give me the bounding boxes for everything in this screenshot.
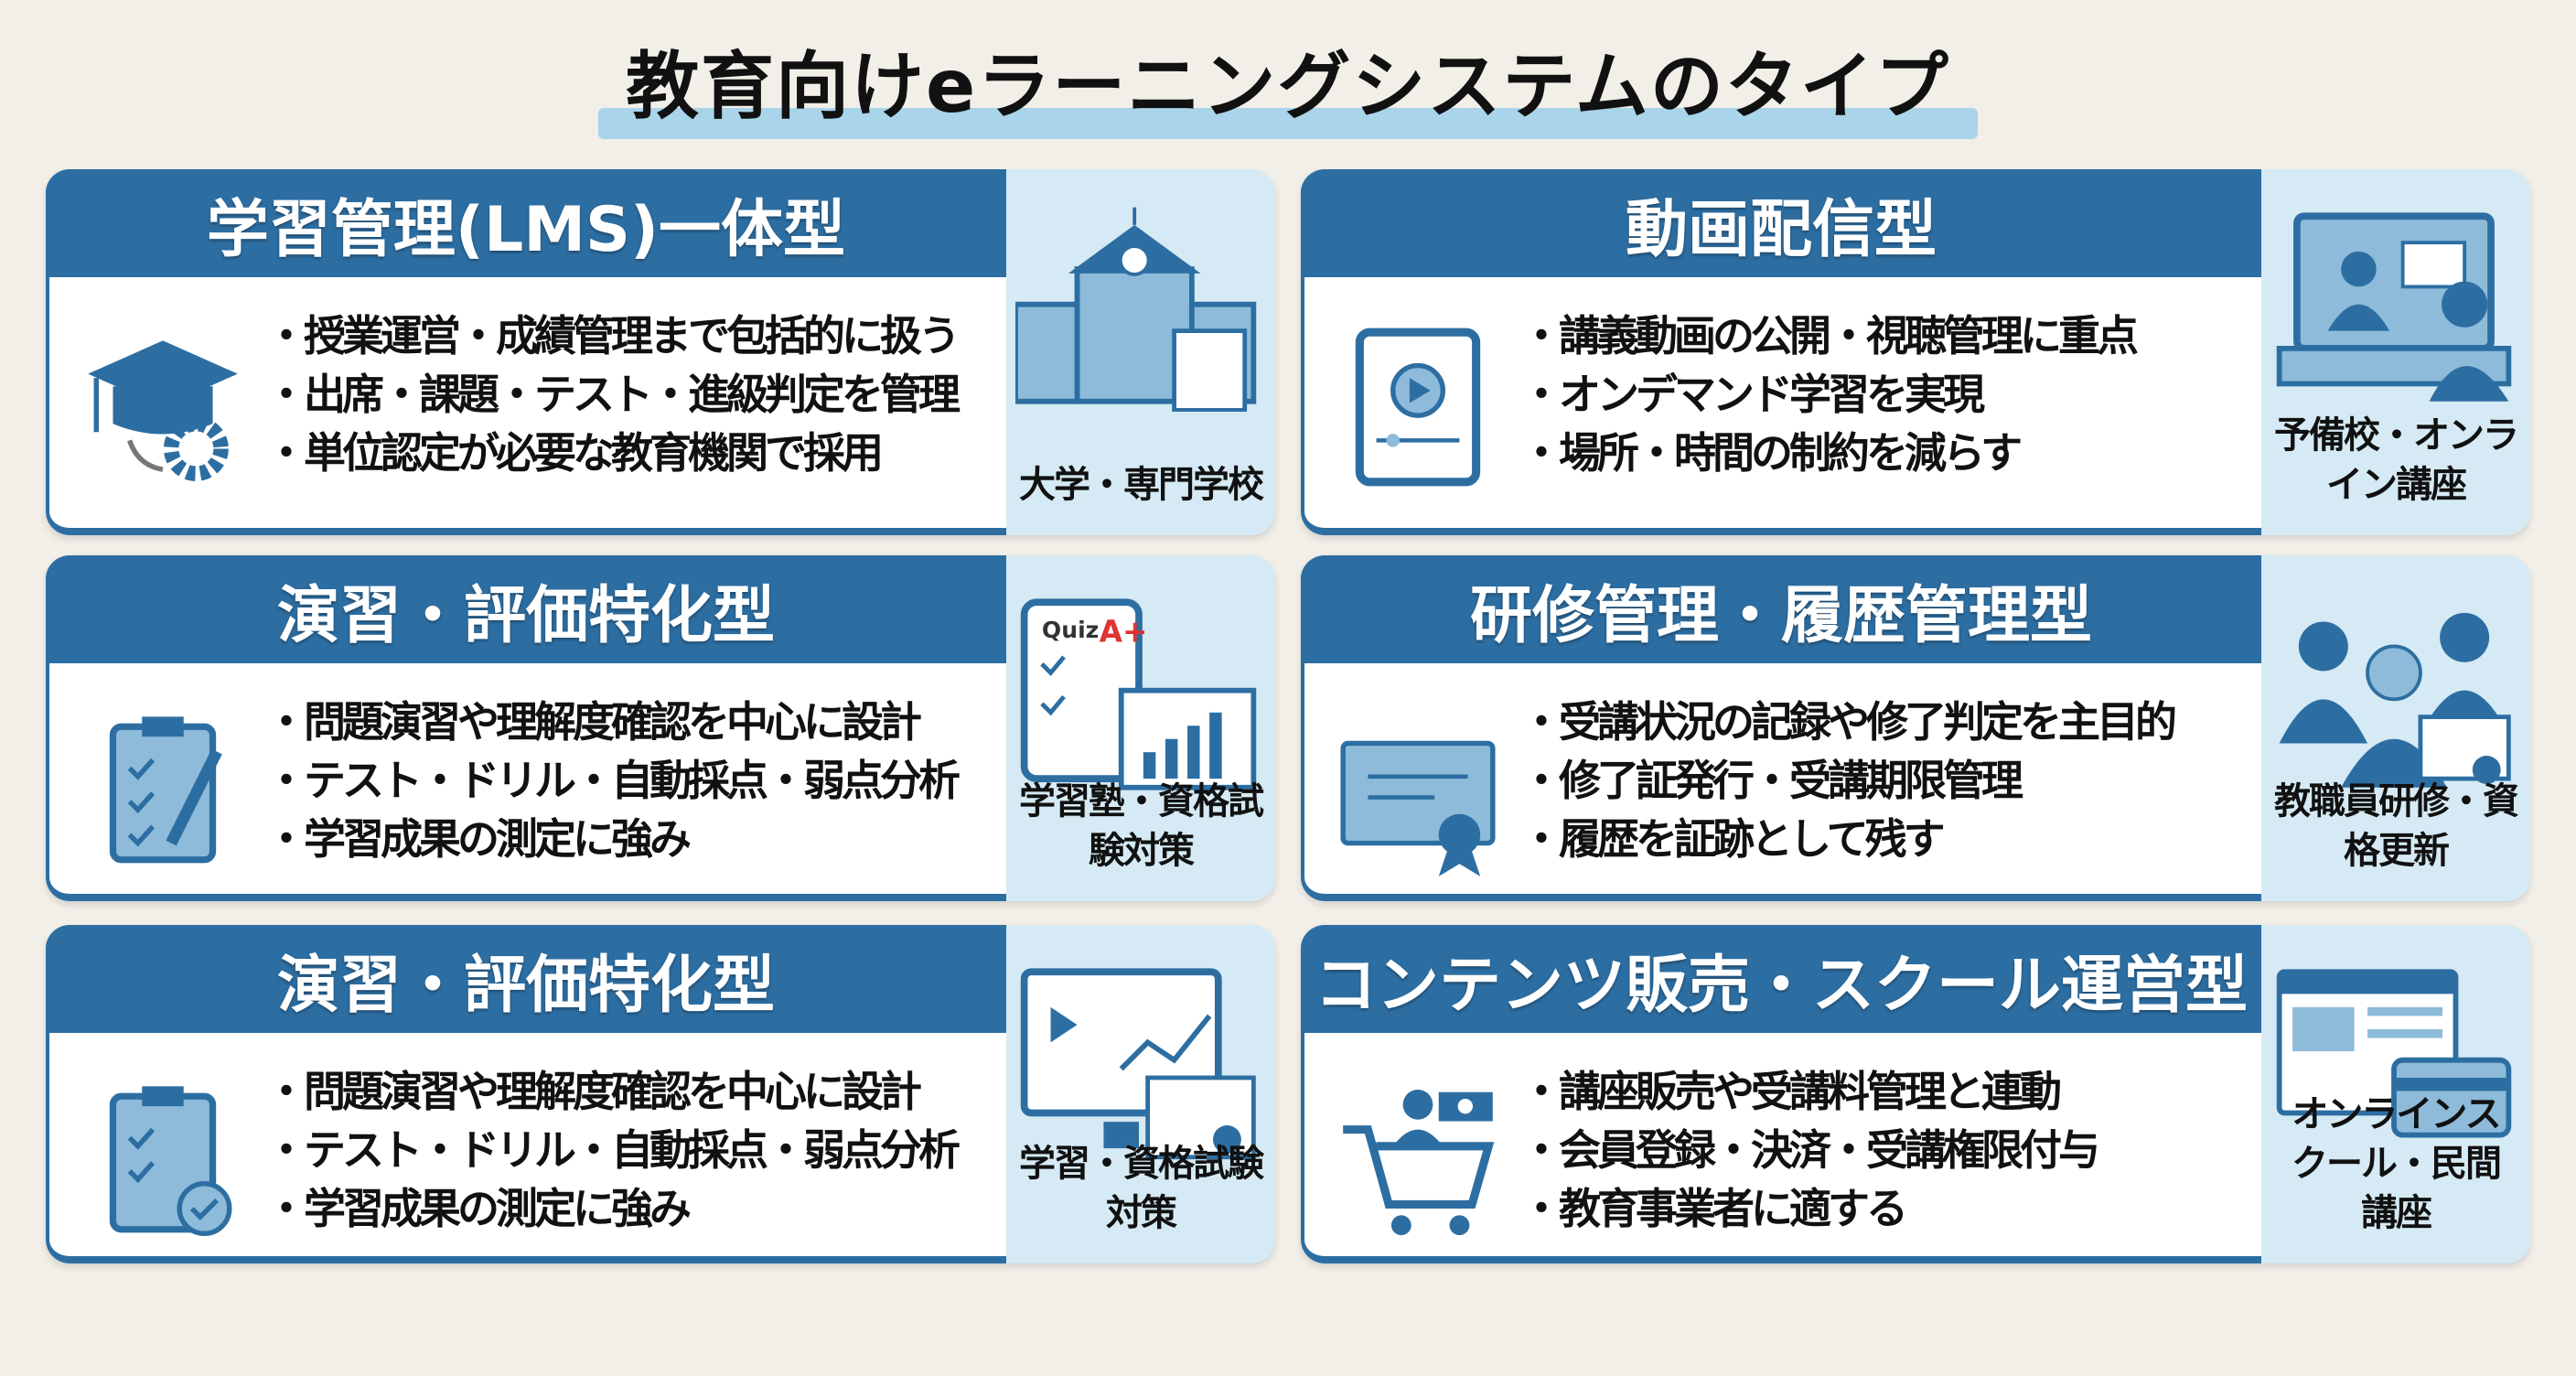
target-panel: 学習・資格試験対策 [1006, 925, 1275, 1263]
card-4: 受講状況の記録や修了判定を主目的修了証発行・受講期限管理履歴を証跡として残す 研… [1301, 555, 2530, 901]
feature-item: 学習成果の測定に強み [265, 810, 957, 868]
target-label: 教職員研修・資格更新 [2274, 780, 2519, 872]
svg-text:Quiz: Quiz [1042, 617, 1099, 643]
certificate-icon [1340, 740, 1496, 876]
feature-item: 単位認定が必要な教育機関で採用 [265, 424, 957, 482]
staff-group-icon [2279, 612, 2511, 788]
page-title: 教育向けeラーニングシステムのタイプ [598, 27, 1978, 139]
card-title: 動画配信型 [1301, 169, 2261, 277]
feature-item: 講座販売や受講料管理と連動 [1520, 1062, 2097, 1121]
feature-list: 講義動画の公開・視聴管理に重点オンデマンド学習を実現場所・時間の制約を減らす [1520, 306, 2139, 482]
feature-list: 問題演習や理解度確認を中心に設計テスト・ドリル・自動採点・弱点分析学習成果の測定… [265, 1062, 961, 1238]
feature-list: 授業運営・成績管理まで包括的に扱う出席・課題・テスト・進級判定を管理単位認定が必… [265, 306, 961, 482]
monitor-certificate-icon [1020, 968, 1256, 1160]
feature-list: 受講状況の記録や修了判定を主目的修了証発行・受講期限管理履歴を証跡として残す [1520, 693, 2177, 868]
target-panel: オンラインスクール・民間講座 [2261, 925, 2530, 1263]
feature-item: 問題演習や理解度確認を中心に設計 [265, 693, 957, 751]
card-2: 講義動画の公開・視聴管理に重点オンデマンド学習を実現場所・時間の制約を減らす 動… [1301, 169, 2530, 535]
feature-item: 教育事業者に適する [1520, 1179, 2097, 1238]
target-label: 大学・専門学校 [1019, 464, 1264, 506]
feature-item: テスト・ドリル・自動採点・弱点分析 [265, 1121, 961, 1179]
feature-item: 出席・課題・テスト・進級判定を管理 [265, 365, 961, 424]
feature-item: 授業運営・成績管理まで包括的に扱う [265, 306, 961, 365]
feature-list: 講座販売や受講料管理と連動会員登録・決済・受講権限付与教育事業者に適する [1520, 1062, 2100, 1238]
web-payment-icon [2276, 969, 2512, 1138]
feature-item: テスト・ドリル・自動採点・弱点分析 [265, 751, 961, 810]
target-label: 学習・資格試験対策 [1019, 1143, 1264, 1234]
clipboard-checklist-icon [109, 716, 222, 864]
card-title: 演習・評価特化型 [46, 925, 1006, 1033]
feature-item: 問題演習や理解度確認を中心に設計 [265, 1062, 957, 1121]
tablet-video-icon [1355, 328, 1481, 487]
target-panel: 大学・専門学校 [1006, 169, 1275, 535]
shopping-cart-icon [1343, 1090, 1495, 1236]
card-3: 問題演習や理解度確認を中心に設計テスト・ドリル・自動採点・弱点分析学習成果の測定… [46, 555, 1275, 901]
target-label: 予備校・オンライン講座 [2274, 414, 2519, 506]
feature-item: 修了証発行・受講期限管理 [1520, 751, 2174, 810]
feature-item: 受講状況の記録や修了判定を主目的 [1520, 693, 2177, 751]
feature-list: 問題演習や理解度確認を中心に設計テスト・ドリル・自動採点・弱点分析学習成果の測定… [265, 693, 961, 868]
svg-text:A+: A+ [1100, 615, 1148, 650]
feature-item: 学習成果の測定に強み [265, 1179, 957, 1238]
online-lecture-icon [2276, 212, 2512, 402]
clipboard-check-icon [109, 1086, 232, 1236]
card-6: 講座販売や受講料管理と連動会員登録・決済・受講権限付与教育事業者に適する コンテ… [1301, 925, 2530, 1263]
feature-item: 講義動画の公開・視聴管理に重点 [1520, 306, 2139, 365]
feature-item: 会員登録・決済・受講権限付与 [1520, 1121, 2100, 1179]
feature-item: 履歴を証跡として残す [1520, 810, 2174, 868]
feature-item: 場所・時間の制約を減らす [1520, 424, 2135, 482]
card-title: コンテンツ販売・スクール運営型 [1301, 925, 2261, 1033]
card-title: 研修管理・履歴管理型 [1301, 555, 2261, 663]
target-panel: 教職員研修・資格更新 [2261, 555, 2530, 901]
card-title: 学習管理(LMS)一体型 [46, 169, 1006, 277]
title-area: 教育向けeラーニングシステムのタイプ [0, 27, 2576, 139]
feature-item: オンデマンド学習を実現 [1520, 365, 2135, 424]
target-label: オンラインスクール・民間講座 [2292, 1093, 2502, 1234]
target-panel: 予備校・オンライン講座 [2261, 169, 2530, 535]
card-title: 演習・評価特化型 [46, 555, 1006, 663]
school-building-icon [1015, 207, 1257, 412]
target-label: 学習塾・資格試験対策 [1019, 780, 1264, 872]
card-5: 問題演習や理解度確認を中心に設計テスト・ドリル・自動採点・弱点分析学習成果の測定… [46, 925, 1275, 1263]
graduation-cap-gear-icon [88, 340, 238, 481]
card-1: 授業運営・成績管理まで包括的に扱う出席・課題・テスト・進級判定を管理単位認定が必… [46, 169, 1275, 535]
